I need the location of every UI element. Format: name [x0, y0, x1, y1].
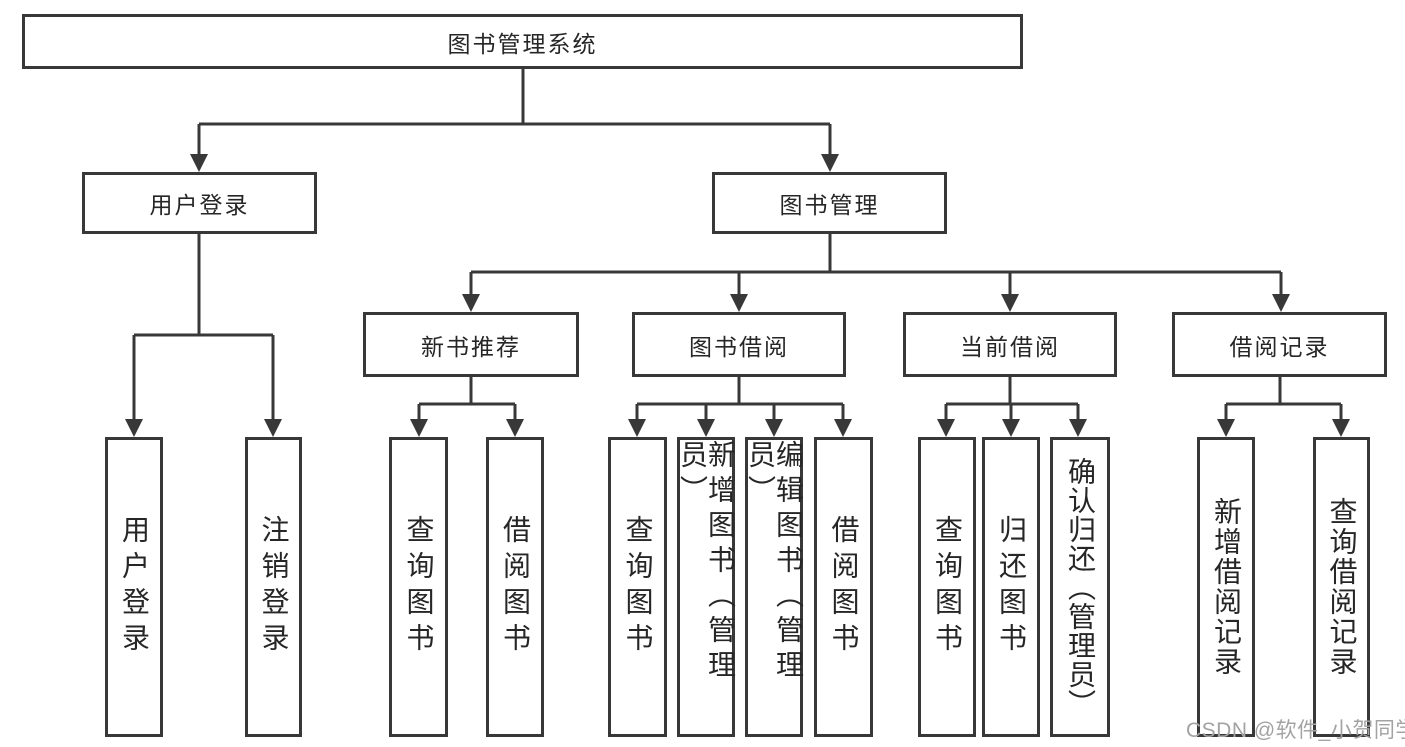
leaf-cb-confirm-return-label: 确认归还（管理员） [1065, 456, 1096, 718]
leaf-bb-query-book-label: 查询图书 [622, 515, 654, 659]
leaf-br-query-record: 查询借阅记录 [1313, 437, 1370, 737]
leaf-bb-edit-book: 编辑图书（管理员） [745, 437, 804, 737]
connector-new-book-recommend-to-leaves [410, 377, 524, 437]
leaf-rec-borrow-book: 借阅图书 [486, 437, 544, 737]
leaf-br-add-record: 新增借阅记录 [1197, 437, 1255, 737]
node-user-login-label: 用户登录 [149, 192, 250, 218]
leaf-bb-add-book: 新增图书（管理员） [677, 437, 736, 737]
node-book-management: 图书管理 [712, 172, 947, 234]
connector-root-to-level2 [190, 69, 839, 172]
node-new-book-recommend: 新书推荐 [363, 312, 579, 377]
node-current-borrow: 当前借阅 [903, 312, 1117, 377]
connector-user-login-to-leaves [125, 234, 282, 437]
node-root-label: 图书管理系统 [447, 30, 598, 57]
connector-book-management-to-level3 [462, 234, 1290, 312]
leaf-bb-add-book-label: 新增图书（管理员） [677, 440, 736, 685]
csdn-watermark: CSDN @软件_小贺同学 [1186, 719, 1405, 742]
leaf-logout-label: 注销登录 [258, 515, 290, 659]
leaf-bb-borrow-book: 借阅图书 [814, 437, 873, 737]
node-borrow-records: 借阅记录 [1172, 312, 1387, 377]
leaf-bb-borrow-book-label: 借阅图书 [828, 515, 860, 659]
leaf-bb-query-book: 查询图书 [608, 437, 667, 737]
leaf-rec-query-book: 查询图书 [389, 437, 448, 737]
leaf-cb-query-book: 查询图书 [918, 437, 976, 737]
leaf-logout: 注销登录 [245, 437, 302, 737]
node-new-book-recommend-label: 新书推荐 [421, 333, 521, 360]
leaf-br-query-record-label: 查询借阅记录 [1326, 497, 1358, 677]
node-user-login: 用户登录 [82, 172, 317, 234]
leaf-rec-borrow-book-label: 借阅图书 [500, 515, 531, 659]
connector-book-borrow-to-leaves [628, 377, 852, 437]
connector-current-borrow-to-leaves [937, 377, 1087, 437]
leaf-cb-confirm-return: 确认归还（管理员） [1050, 437, 1110, 737]
leaf-cb-return-book: 归还图书 [982, 437, 1040, 737]
leaf-user-login: 用户登录 [105, 437, 163, 737]
connector-borrow-records-to-leaves [1217, 377, 1350, 437]
leaf-cb-return-book-label: 归还图书 [996, 515, 1027, 659]
node-book-management-label: 图书管理 [779, 192, 880, 218]
leaf-br-add-record-label: 新增借阅记录 [1211, 497, 1242, 677]
node-borrow-records-label: 借阅记录 [1229, 333, 1330, 360]
node-book-borrow: 图书借阅 [632, 312, 846, 377]
node-root: 图书管理系统 [22, 14, 1023, 69]
leaf-bb-edit-book-label: 编辑图书（管理员） [745, 440, 804, 685]
leaf-user-login-label: 用户登录 [119, 515, 150, 659]
node-current-borrow-label: 当前借阅 [960, 333, 1060, 360]
leaf-cb-query-book-label: 查询图书 [932, 515, 963, 659]
leaf-rec-query-book-label: 查询图书 [403, 515, 435, 659]
node-book-borrow-label: 图书借阅 [689, 333, 789, 360]
